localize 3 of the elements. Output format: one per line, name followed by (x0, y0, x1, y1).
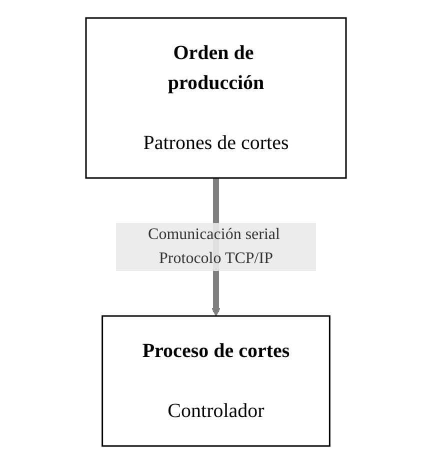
node-box: Orden de producción Patrones de cortes (84, 17, 346, 179)
edge-label: Comunicación serial Protocolo TCP/IP (148, 226, 280, 267)
node-box: Proceso de cortes Controlador (101, 315, 330, 447)
